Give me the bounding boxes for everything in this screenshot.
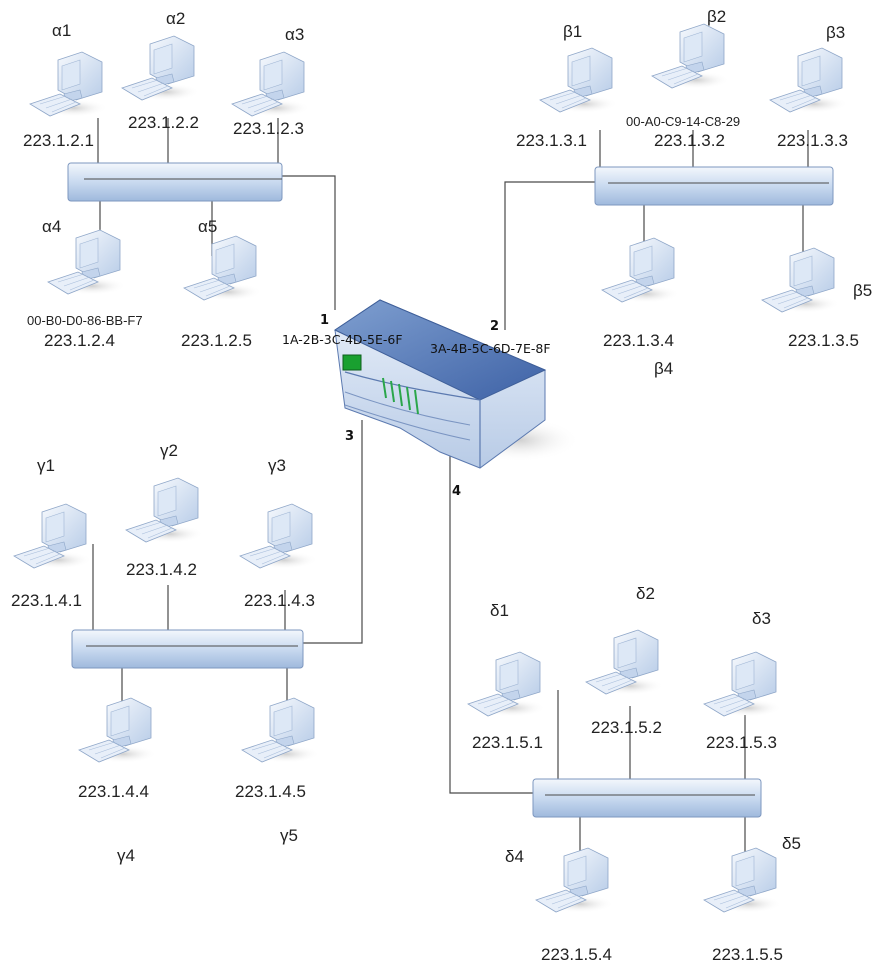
host-beta3-label: β3 <box>826 23 845 42</box>
host-alpha5-computer-icon <box>183 235 263 302</box>
host-gamma5-label: γ5 <box>280 826 298 845</box>
host-alpha5-ip: 223.1.2.5 <box>181 331 252 350</box>
host-beta2-label: β2 <box>707 7 726 26</box>
host-gamma3-label: γ3 <box>268 456 286 475</box>
host-alpha2-label: α2 <box>166 9 185 28</box>
host-beta3-computer-icon <box>769 47 849 114</box>
host-delta5-ip: 223.1.5.5 <box>712 945 783 964</box>
host-delta4-computer-icon <box>535 847 615 914</box>
host-beta4-ip: 223.1.3.4 <box>603 331 674 350</box>
host-alpha1-computer-icon <box>29 51 109 118</box>
host-alpha2-ip: 223.1.2.2 <box>128 113 199 132</box>
host-delta2-ip: 223.1.5.2 <box>591 718 662 737</box>
host-beta3-ip: 223.1.3.3 <box>777 131 848 150</box>
host-delta1-ip: 223.1.5.1 <box>472 733 543 752</box>
host-delta1-label: δ1 <box>490 601 509 620</box>
host-delta3-ip: 223.1.5.3 <box>706 733 777 752</box>
host-beta2-ip: 223.1.3.2 <box>654 131 725 150</box>
host-beta1-label: β1 <box>563 22 582 41</box>
host-beta1-ip: 223.1.3.1 <box>516 131 587 150</box>
host-delta1-computer-icon <box>467 651 547 718</box>
host-delta3-computer-icon <box>703 651 783 718</box>
wire-beta-to-router <box>504 181 595 330</box>
host-gamma4-ip: 223.1.4.4 <box>78 782 149 801</box>
host-alpha4-mac: 00-B0-D0-86-BB-F7 <box>27 313 143 328</box>
host-gamma3-ip: 223.1.4.3 <box>244 591 315 610</box>
router-port-4-number: 4 <box>452 484 461 499</box>
host-beta5-computer-icon <box>761 247 841 314</box>
host-beta5-label: β5 <box>853 281 872 300</box>
host-alpha3-label: α3 <box>285 25 304 44</box>
host-alpha1-label: α1 <box>52 21 71 40</box>
host-gamma1-computer-icon <box>13 503 93 570</box>
wire-gamma-to-router <box>303 420 363 644</box>
hub-gamma <box>71 629 304 669</box>
wire-alpha-to-router <box>282 175 336 310</box>
host-alpha1-ip: 223.1.2.1 <box>23 131 94 150</box>
host-alpha4-label: α4 <box>42 217 61 236</box>
router-port-1-number: 1 <box>320 313 329 328</box>
host-delta5-label: δ5 <box>782 834 801 853</box>
router-port-1-mac: 1A-2B-3C-4D-5E-6F <box>282 332 403 347</box>
hub-beta <box>594 166 834 206</box>
host-gamma4-computer-icon <box>78 697 158 764</box>
host-alpha5-label: α5 <box>198 217 217 236</box>
host-gamma4-label: γ4 <box>117 846 135 865</box>
wire-delta-to-router <box>449 440 535 794</box>
host-gamma2-computer-icon <box>125 477 205 544</box>
host-beta2-computer-icon <box>651 23 731 90</box>
host-beta2-mac: 00-A0-C9-14-C8-29 <box>626 114 740 129</box>
host-beta5-ip: 223.1.3.5 <box>788 331 859 350</box>
host-gamma2-label: γ2 <box>160 441 178 460</box>
host-gamma2-ip: 223.1.4.2 <box>126 560 197 579</box>
host-delta4-label: δ4 <box>505 847 524 866</box>
host-alpha3-ip: 223.1.2.3 <box>233 119 304 138</box>
host-gamma3-computer-icon <box>239 503 319 570</box>
host-delta2-computer-icon <box>585 629 665 696</box>
hub-delta <box>532 778 762 818</box>
host-beta1-computer-icon <box>539 47 619 114</box>
router-port-2-number: 2 <box>490 319 499 334</box>
host-alpha3-computer-icon <box>231 51 311 118</box>
hub-alpha <box>67 162 283 202</box>
host-alpha4-computer-icon <box>47 229 127 296</box>
host-gamma5-computer-icon <box>241 697 321 764</box>
host-beta4-computer-icon <box>601 237 681 304</box>
host-beta4-label: β4 <box>654 359 673 378</box>
host-delta2-label: δ2 <box>636 584 655 603</box>
host-gamma1-label: γ1 <box>37 456 55 475</box>
host-delta4-ip: 223.1.5.4 <box>541 945 612 964</box>
router-led-icon <box>342 354 362 371</box>
host-gamma5-ip: 223.1.4.5 <box>235 782 306 801</box>
host-alpha2-computer-icon <box>121 35 201 102</box>
router-port-3-number: 3 <box>345 429 354 444</box>
router-icon <box>333 299 580 469</box>
host-alpha4-ip: 223.1.2.4 <box>44 331 115 350</box>
router-port-2-mac: 3A-4B-5C-6D-7E-8F <box>430 341 551 356</box>
host-gamma1-ip: 223.1.4.1 <box>11 591 82 610</box>
host-delta5-computer-icon <box>703 847 783 914</box>
host-delta3-label: δ3 <box>752 609 771 628</box>
